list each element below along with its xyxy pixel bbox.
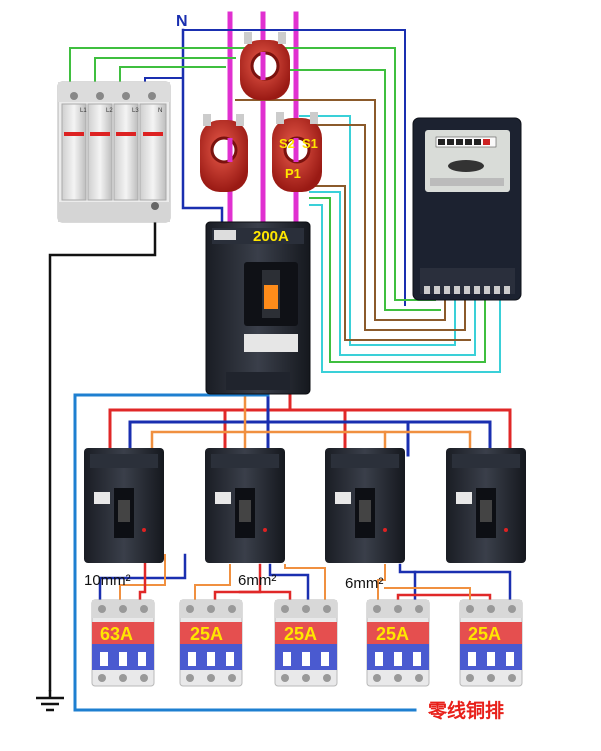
feeder-3-navy — [398, 563, 417, 607]
feeder-1-red — [138, 553, 147, 607]
mcb-rating-2: 25A — [190, 624, 223, 644]
meter-wire-green-c — [309, 197, 486, 363]
feeder-1-navy — [98, 553, 187, 607]
mcb-3 — [274, 599, 338, 687]
meter-wire-cyan-c — [309, 204, 501, 373]
feeder-2-orange — [194, 564, 231, 606]
mcb-4 — [366, 599, 430, 687]
spd-terminal-n: N — [158, 108, 162, 114]
main-breaker-handle[interactable] — [264, 285, 278, 309]
ct-terminal-s2: S2 — [279, 136, 295, 151]
feeder-2-navy — [268, 563, 310, 607]
group-breaker-4 — [446, 448, 526, 563]
feeder-3-navy-b — [413, 570, 512, 607]
meter-wire-brown-c — [309, 185, 471, 341]
feeder-2-red — [213, 563, 262, 607]
group-breaker-1 — [84, 448, 164, 563]
ct-terminal-p1: P1 — [285, 166, 301, 181]
dist-bus-navy — [128, 393, 270, 457]
spd-wire-green-1 — [69, 47, 256, 96]
wire-size-label-3: 6mm² — [345, 575, 383, 592]
mcb-rating-3: 25A — [284, 624, 317, 644]
ct-terminal-s1: S1 — [302, 136, 318, 151]
mcb-row — [91, 599, 523, 687]
wire-size-label-1: 10mm² — [84, 572, 131, 589]
feeder-1-orange — [119, 554, 166, 606]
dist-bus-orange — [150, 393, 247, 457]
mcb-5 — [459, 599, 523, 687]
neutral-bus-caption: 零线铜排 — [427, 699, 504, 722]
feeder-3-orange-b — [384, 587, 471, 606]
mcb-rating-5: 25A — [468, 624, 501, 644]
group-breaker-2 — [205, 448, 285, 563]
energy-meter — [412, 117, 522, 301]
mcb-rating-4: 25A — [376, 624, 409, 644]
meter-wire-green-b — [254, 69, 441, 311]
group-breakers — [84, 448, 526, 563]
feeder-3-orange — [377, 564, 386, 606]
spd-terminal-l3: L3 — [132, 108, 139, 114]
meter-terminals — [424, 286, 510, 294]
group-breaker-3 — [325, 448, 405, 563]
meter-wire-cyan-b — [309, 191, 476, 356]
mcb-rating-1: 63A — [100, 624, 133, 644]
main-breaker — [205, 221, 311, 395]
neutral-busbar — [73, 393, 417, 712]
spd-modules — [61, 92, 167, 210]
mcb-2 — [179, 599, 243, 687]
surge-protector: L1 L2 L3 N — [57, 81, 171, 223]
ground-wire — [48, 203, 157, 692]
meter-wire-brown-b — [299, 124, 466, 331]
dist-bus-red — [108, 393, 292, 457]
mcb-1 — [91, 599, 155, 687]
neutral-wire — [181, 28, 224, 227]
main-breaker-rating: 200A — [253, 228, 289, 245]
meter-wire-blue — [182, 29, 406, 306]
meter-wire-brown-a — [235, 99, 446, 321]
spd-terminal-l1: L1 — [80, 108, 87, 114]
current-transformer-left — [200, 114, 248, 192]
neutral-label: N — [176, 13, 188, 30]
spd-terminal-l2: L2 — [106, 108, 113, 114]
meter-counter-digits — [438, 139, 490, 145]
wire-size-label-2: 6mm² — [238, 572, 276, 589]
feeder-2-orange-b — [284, 564, 326, 606]
meter-wire-green-a — [254, 47, 436, 301]
ground-symbol-icon — [36, 690, 64, 712]
